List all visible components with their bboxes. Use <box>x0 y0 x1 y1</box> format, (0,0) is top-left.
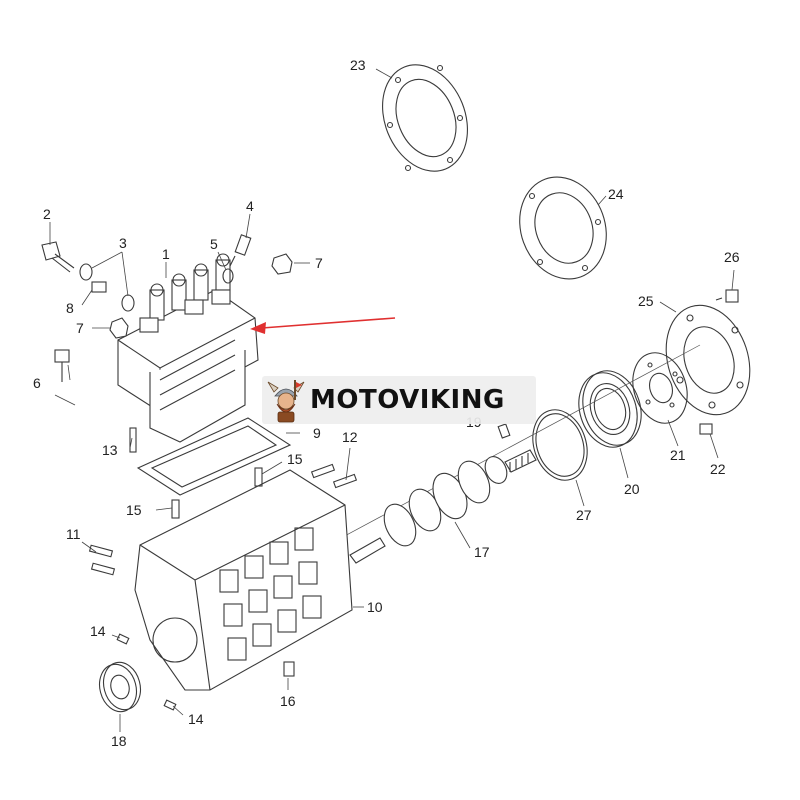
callout-16: 16 <box>280 693 296 709</box>
callout-15a: 15 <box>287 451 303 467</box>
plug-16 <box>283 661 295 677</box>
studs-12 <box>310 463 358 489</box>
stud-13 <box>129 427 137 453</box>
brand-name: MOTOVIKING <box>310 385 505 415</box>
gasket-24 <box>519 176 607 280</box>
callout-4: 4 <box>246 198 254 214</box>
callout-labels: 1 2 3 4 5 6 7 7 8 9 10 11 12 13 14 14 15… <box>33 57 740 749</box>
dowels-15 <box>171 467 263 519</box>
callout-13: 13 <box>102 442 118 458</box>
injection-pump-assembly <box>117 253 259 443</box>
callout-6: 6 <box>33 375 41 391</box>
callout-11: 11 <box>66 526 81 542</box>
callout-2: 2 <box>43 206 51 222</box>
washer-5 <box>222 268 234 284</box>
gasket-23 <box>382 64 468 172</box>
callout-23: 23 <box>350 57 366 73</box>
red-arrow-icon <box>250 317 396 334</box>
brand-watermark: MOTOVIKING <box>262 376 536 424</box>
key-19 <box>497 423 511 439</box>
callout-7a: 7 <box>315 255 323 271</box>
callout-7b: 7 <box>76 320 84 336</box>
callout-27: 27 <box>576 507 592 523</box>
callout-5: 5 <box>210 236 218 252</box>
o-ring-27 <box>532 409 588 481</box>
banjo-bolt-2 <box>41 241 75 273</box>
camshaft-17 <box>299 344 701 564</box>
bolt-26 <box>715 289 739 303</box>
callout-18: 18 <box>111 733 127 749</box>
callout-22: 22 <box>710 461 726 477</box>
bolt-22 <box>699 423 713 435</box>
callout-25: 25 <box>638 293 654 309</box>
bearing-18 <box>98 661 142 713</box>
nut-7 <box>109 253 293 339</box>
callout-17: 17 <box>474 544 490 560</box>
washer-3 <box>79 263 135 312</box>
callout-14a: 14 <box>90 623 106 639</box>
flange-21 <box>632 352 688 424</box>
callout-3: 3 <box>119 235 127 251</box>
callout-9: 9 <box>313 425 321 441</box>
callout-8: 8 <box>66 300 74 316</box>
callout-24: 24 <box>608 186 624 202</box>
leader-lines <box>49 68 735 732</box>
gasket-9 <box>136 417 292 496</box>
callout-15b: 15 <box>126 502 142 518</box>
callout-10: 10 <box>367 599 383 615</box>
callout-20: 20 <box>624 481 640 497</box>
callout-12: 12 <box>342 429 358 445</box>
callout-1: 1 <box>162 246 170 262</box>
fitting-8 <box>91 281 107 293</box>
viking-mascot-icon <box>267 380 305 423</box>
callout-14b: 14 <box>188 711 204 727</box>
callout-26: 26 <box>724 249 740 265</box>
pump-housing-10 <box>134 469 353 691</box>
bearing-20 <box>578 370 642 448</box>
bolt-6 <box>54 349 70 382</box>
callout-21: 21 <box>670 447 686 463</box>
plate-25 <box>665 304 751 416</box>
fitting-4 <box>229 234 252 267</box>
